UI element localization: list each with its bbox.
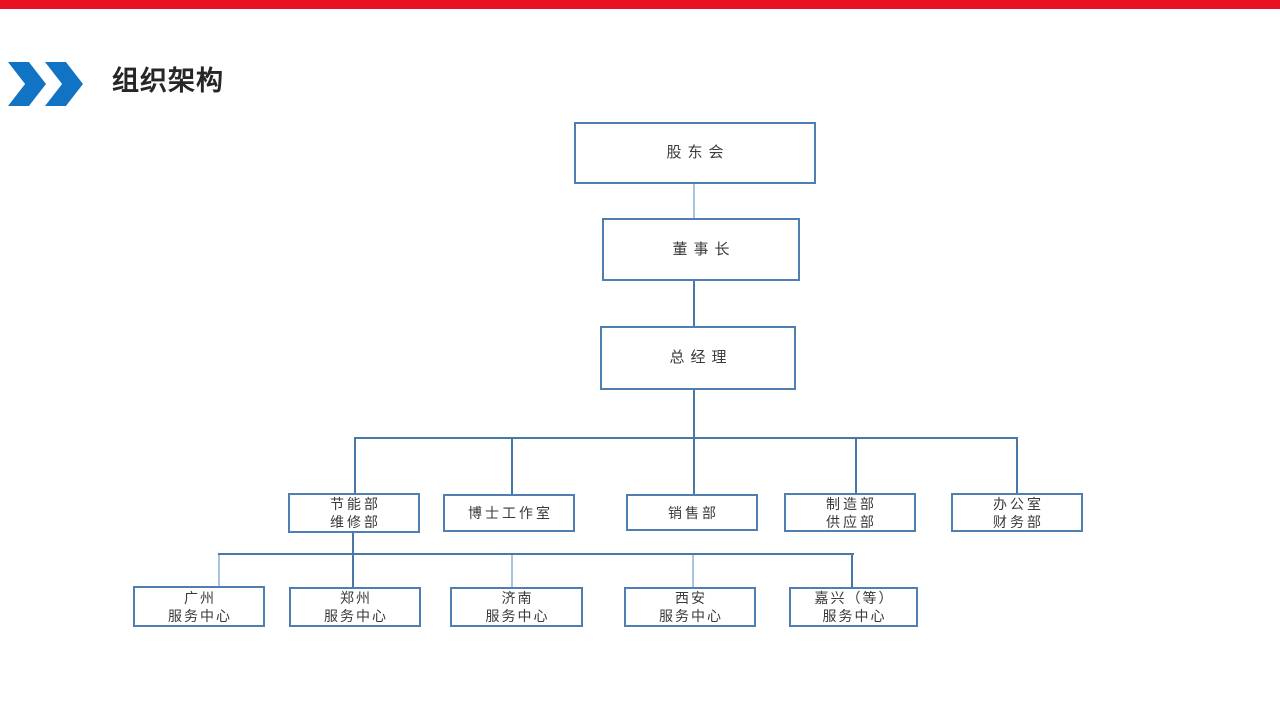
connector-line [693, 281, 695, 326]
connector-line [352, 532, 354, 554]
org-node-manufacture-supply: 制造部 供应部 [784, 493, 916, 532]
org-node-office-finance: 办公室 财务部 [951, 493, 1083, 532]
node-label: 服务中心 [168, 607, 232, 624]
node-label: 服务中心 [822, 608, 887, 624]
org-node-sales: 销售部 [626, 494, 758, 531]
connector-line [855, 439, 857, 493]
connector-line [693, 390, 695, 439]
org-node-chairman: 董事长 [602, 218, 800, 281]
connector-line [692, 555, 694, 587]
org-node-doctor-studio: 博士工作室 [443, 494, 575, 532]
node-label: 维修部 [330, 514, 381, 530]
connector-line [693, 184, 695, 218]
org-node-shareholders: 股东会 [574, 122, 816, 184]
node-label: 西安 [675, 590, 707, 606]
org-node-zhengzhou-service-center: 郑州 服务中心 [289, 587, 421, 627]
org-node-xian-service-center: 西安 服务中心 [624, 587, 756, 627]
connector-line [218, 553, 854, 555]
node-label: 董事长 [672, 240, 736, 258]
node-label: 济南 [501, 590, 534, 606]
node-label: 服务中心 [324, 608, 388, 624]
connector-line [693, 439, 695, 494]
connector-line [851, 555, 853, 587]
connector-line [1016, 439, 1018, 493]
org-node-general-manager: 总经理 [600, 326, 796, 390]
node-label: 博士工作室 [468, 505, 553, 521]
connector-line [352, 555, 354, 587]
node-label: 供应部 [826, 513, 877, 530]
node-label: 办公室 [993, 495, 1044, 512]
double-chevron-icon [8, 62, 88, 106]
connector-line [354, 439, 356, 493]
node-label: 股东会 [666, 144, 730, 161]
node-label: 广州 [184, 589, 216, 606]
node-label: 服务中心 [485, 608, 550, 624]
node-label: 销售部 [668, 504, 719, 521]
page-title: 组织架构 [112, 66, 224, 96]
connector-line [511, 555, 513, 587]
node-label: 嘉兴（等） [814, 590, 895, 606]
org-node-jiaxing-service-center: 嘉兴（等） 服务中心 [789, 587, 918, 627]
org-node-jinan-service-center: 济南 服务中心 [450, 587, 583, 627]
top-accent-bar [0, 0, 1280, 9]
connector-line [511, 439, 513, 494]
node-label: 制造部 [826, 495, 877, 512]
org-node-energy-maintenance: 节能部 维修部 [288, 493, 420, 533]
org-node-guangzhou-service-center: 广州 服务中心 [133, 586, 265, 627]
node-label: 服务中心 [659, 608, 723, 624]
connector-line [354, 437, 1018, 439]
node-label: 郑州 [340, 590, 372, 606]
node-label: 节能部 [330, 496, 381, 512]
node-label: 总经理 [669, 349, 733, 366]
node-label: 财务部 [993, 513, 1044, 530]
connector-line [218, 555, 220, 586]
